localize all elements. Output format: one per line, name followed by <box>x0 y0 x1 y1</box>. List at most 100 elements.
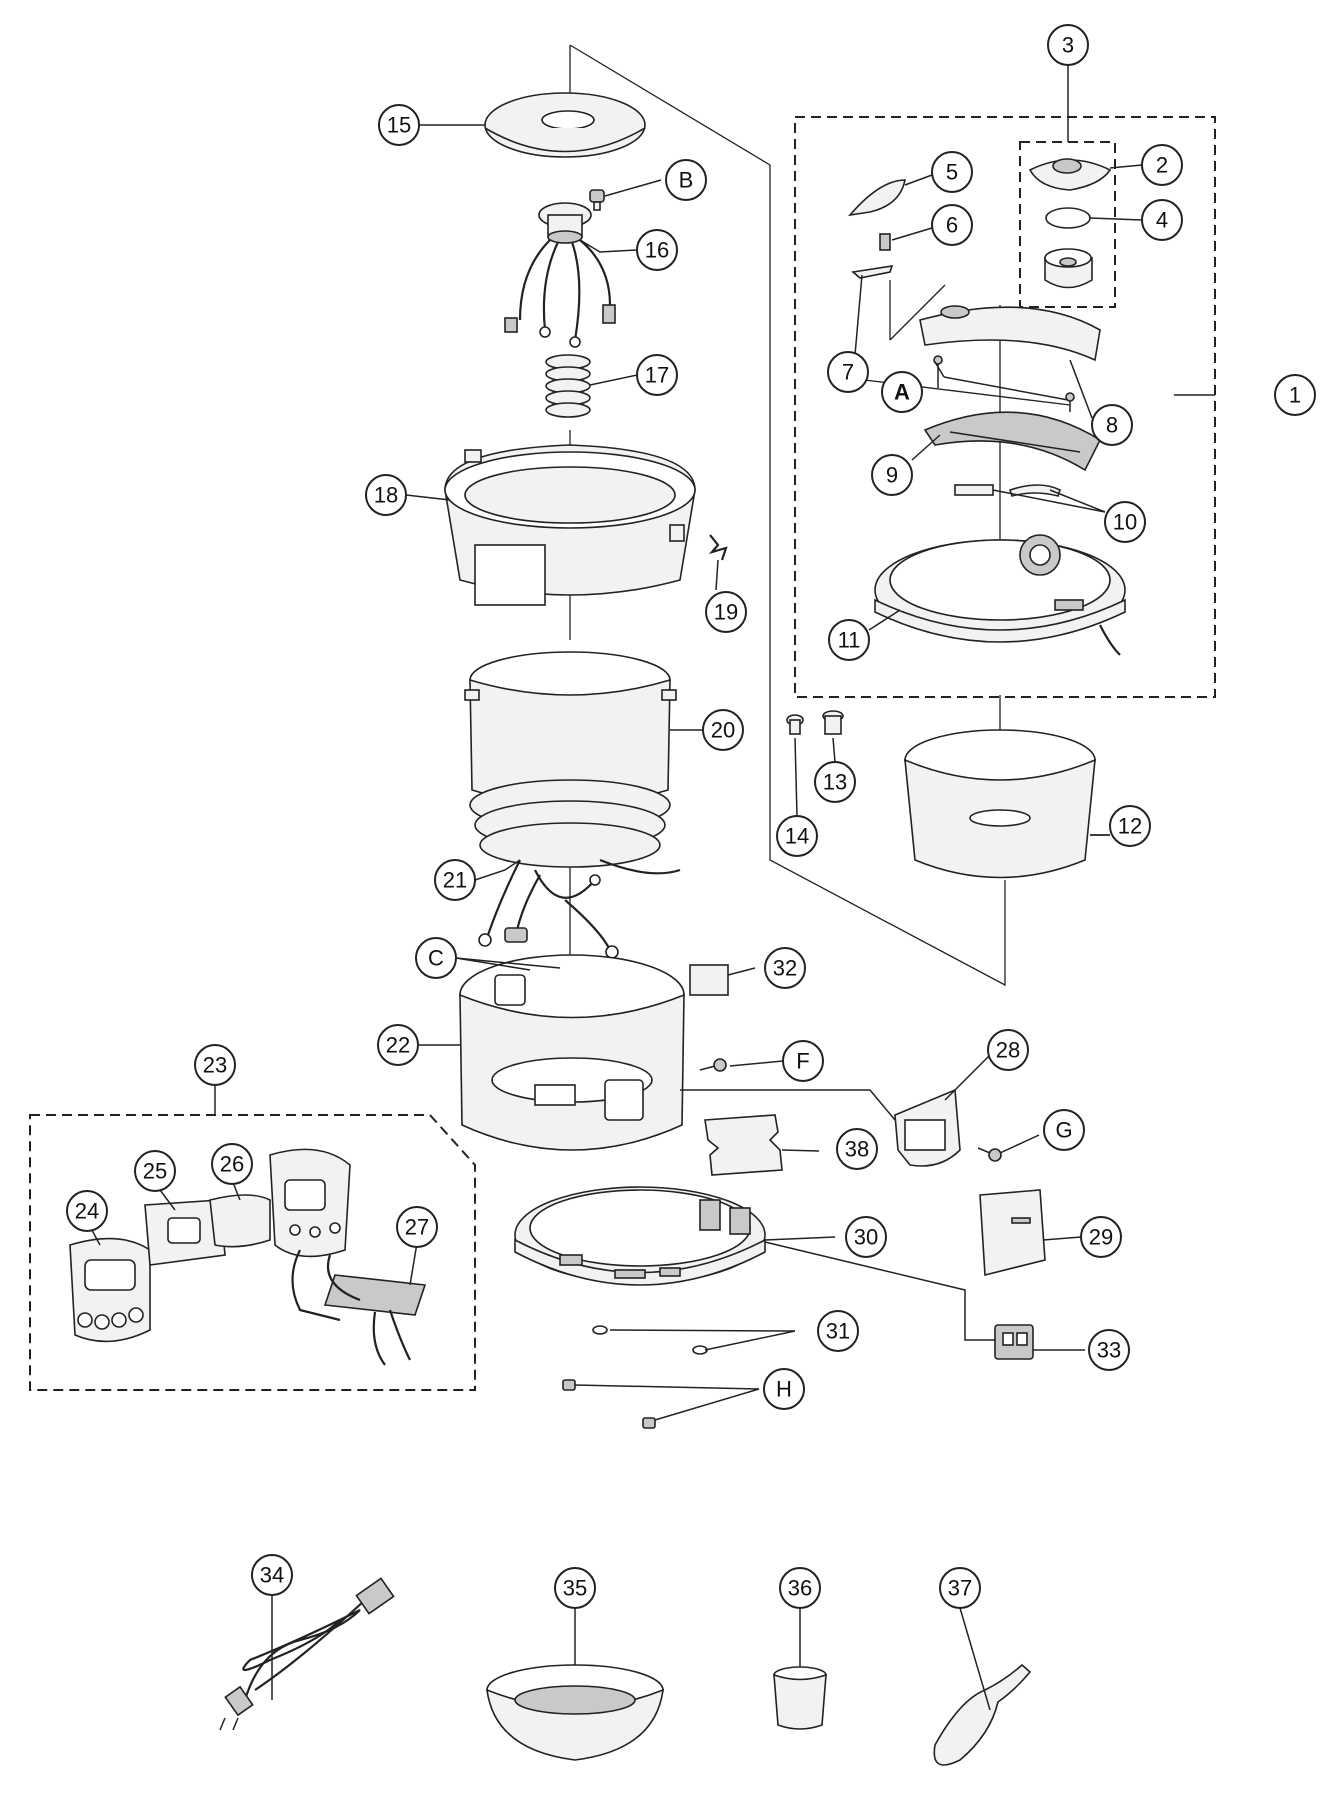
svg-text:26: 26 <box>220 1152 244 1177</box>
callout-17: 17 <box>636 354 678 396</box>
svg-text:G: G <box>1055 1118 1072 1143</box>
svg-text:1: 1 <box>1289 383 1301 408</box>
callout-14: 14 <box>776 815 818 857</box>
svg-text:32: 32 <box>773 956 797 981</box>
svg-text:20: 20 <box>711 718 735 743</box>
svg-text:27: 27 <box>405 1215 429 1240</box>
svg-text:14: 14 <box>785 824 809 849</box>
callout-35: 35 <box>554 1567 596 1609</box>
callout-G: G <box>1043 1109 1085 1151</box>
callout-27: 27 <box>396 1206 438 1248</box>
svg-text:16: 16 <box>645 238 669 263</box>
svg-text:31: 31 <box>826 1319 850 1344</box>
callout-16: 16 <box>636 229 678 271</box>
callout-33: 33 <box>1088 1329 1130 1371</box>
svg-text:10: 10 <box>1113 510 1137 535</box>
callout-2: 2 <box>1141 144 1183 186</box>
svg-text:37: 37 <box>948 1576 972 1601</box>
svg-text:3: 3 <box>1062 33 1074 58</box>
svg-text:7: 7 <box>842 360 854 385</box>
svg-text:5: 5 <box>946 160 958 185</box>
part-30-base <box>514 1186 766 1286</box>
callout-18: 18 <box>365 474 407 516</box>
part-21-wiring <box>478 858 681 959</box>
callout-22: 22 <box>377 1024 419 1066</box>
part-37-rice-spoon <box>933 1663 1032 1766</box>
callout-11: 11 <box>828 619 870 661</box>
callout-5: 5 <box>931 151 973 193</box>
callout-25: 25 <box>134 1150 176 1192</box>
svg-text:28: 28 <box>996 1038 1020 1063</box>
part-25-display-window <box>144 1199 226 1266</box>
part-24-panel-overlay <box>69 1237 151 1343</box>
part-11-lid <box>874 534 1126 656</box>
part-A-screws <box>933 355 1075 412</box>
steam-vent-group-outline <box>1019 141 1116 308</box>
part-12-inner-pot <box>904 729 1096 879</box>
part-6-spring <box>879 233 891 251</box>
svg-text:4: 4 <box>1156 208 1168 233</box>
svg-text:F: F <box>796 1049 809 1074</box>
part-4-gasket <box>1045 207 1091 229</box>
control-panel-group-outline <box>29 1114 476 1391</box>
part-15-top-disc <box>484 92 646 158</box>
part-36-measuring-cup <box>773 1666 827 1730</box>
callout-12: 12 <box>1109 805 1151 847</box>
callout-29: 29 <box>1080 1216 1122 1258</box>
callout-32: 32 <box>764 947 806 989</box>
svg-text:21: 21 <box>443 868 467 893</box>
callout-A: A <box>881 371 923 413</box>
svg-text:11: 11 <box>838 628 861 653</box>
callout-13: 13 <box>814 761 856 803</box>
callout-3: 3 <box>1047 24 1089 66</box>
part-20-inner-housing <box>464 651 677 868</box>
svg-text:6: 6 <box>946 213 958 238</box>
callout-38: 38 <box>836 1128 878 1170</box>
part-22-outer-body <box>459 954 685 1151</box>
svg-text:A: A <box>894 380 910 405</box>
svg-text:23: 23 <box>203 1053 227 1078</box>
part-10-labels <box>954 484 1061 497</box>
svg-text:29: 29 <box>1089 1225 1113 1250</box>
part-26-display-cover <box>209 1194 271 1248</box>
svg-text:30: 30 <box>854 1225 878 1250</box>
callout-34: 34 <box>251 1554 293 1596</box>
callout-26: 26 <box>211 1143 253 1185</box>
part-27-control-board <box>269 1148 427 1366</box>
part-17-spring <box>545 354 591 418</box>
svg-text:9: 9 <box>886 463 898 488</box>
part-32-label <box>689 964 729 996</box>
part-B-screw <box>589 189 605 211</box>
part-16-sensor-with-wires <box>504 202 616 348</box>
part-2-vent-cap <box>1028 158 1112 191</box>
part-H-screws <box>562 1379 656 1429</box>
callout-10: 10 <box>1104 501 1146 543</box>
part-5-release-button <box>847 179 906 217</box>
callout-19: 19 <box>705 591 747 633</box>
part-9-handle-base <box>923 411 1102 472</box>
svg-text:H: H <box>776 1377 792 1402</box>
part-35-steam-basket <box>486 1664 664 1761</box>
part-G-screw <box>977 1147 1002 1162</box>
leader-lines <box>86 65 1215 1711</box>
part-29-rear-panel <box>979 1189 1046 1277</box>
svg-text:34: 34 <box>260 1563 284 1588</box>
part-19-clip <box>708 534 728 561</box>
svg-text:8: 8 <box>1106 413 1118 438</box>
svg-text:B: B <box>679 168 694 193</box>
callout-20: 20 <box>702 709 744 751</box>
callout-8: 8 <box>1091 404 1133 446</box>
part-13-valve-cap <box>822 710 844 735</box>
part-8-handle-cover <box>919 305 1101 362</box>
part-38-insulation-sheet <box>704 1114 783 1176</box>
callout-24: 24 <box>66 1190 108 1232</box>
vent-base <box>1044 248 1093 289</box>
svg-text:13: 13 <box>823 770 847 795</box>
svg-text:C: C <box>428 946 444 971</box>
part-F-screw <box>699 1058 727 1072</box>
svg-text:36: 36 <box>788 1576 812 1601</box>
callout-7: 7 <box>827 351 869 393</box>
part-28-rear-cover <box>894 1088 961 1167</box>
part-18-upper-frame <box>444 444 696 606</box>
